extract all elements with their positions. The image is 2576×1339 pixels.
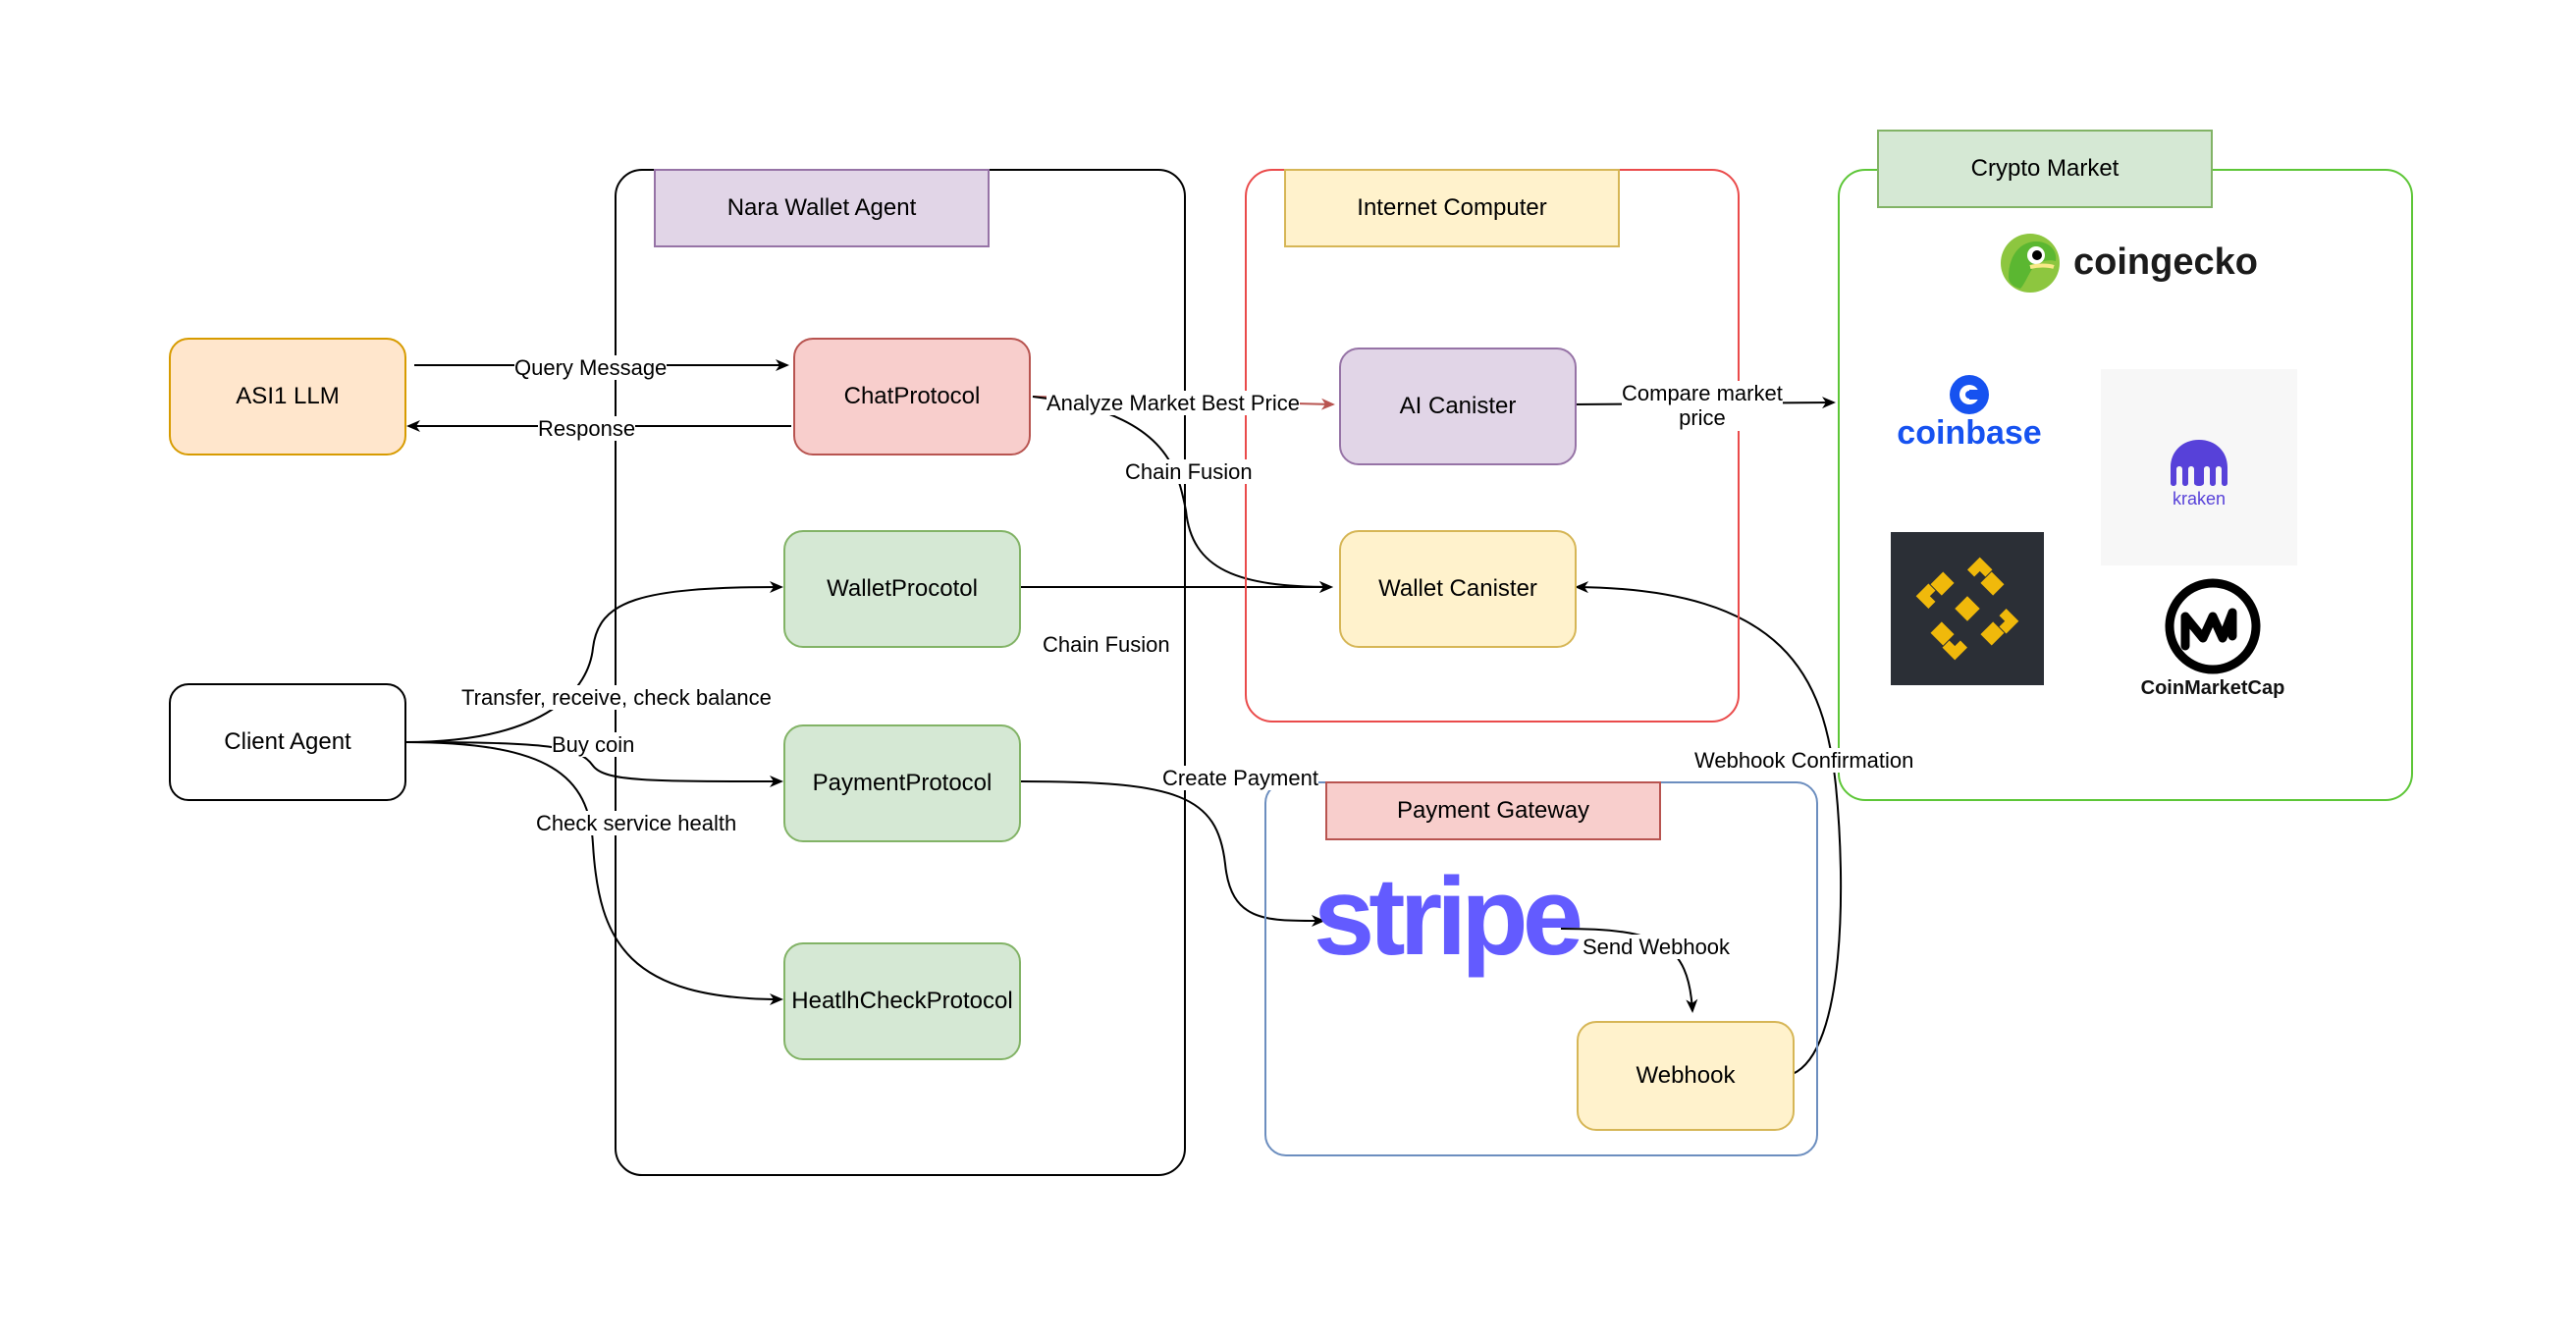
payment-protocol-label: PaymentProtocol xyxy=(812,770,993,796)
coinbase-icon xyxy=(1950,375,1989,414)
wallet-protocol-node[interactable]: WalletProcotol xyxy=(783,530,1021,648)
coinmarketcap-icon xyxy=(2165,578,2261,674)
buy-coin-label: Buy coin xyxy=(552,732,635,758)
edge-webhook-confirmation xyxy=(1575,581,1843,1075)
webhook-node[interactable]: Webhook xyxy=(1577,1021,1795,1131)
payment-gateway-header: Payment Gateway xyxy=(1325,781,1661,840)
analyze-market-best-price-label: Analyze Market Best Price xyxy=(1046,391,1300,416)
create-payment-label: Create Payment xyxy=(1162,766,1318,791)
webhook-confirmation-label: Webhook Confirmation xyxy=(1694,748,1914,774)
send-webhook-label: Send Webhook xyxy=(1583,935,1731,960)
chain-fusion-label-1: Chain Fusion xyxy=(1125,459,1253,485)
chain-fusion-label-2: Chain Fusion xyxy=(1043,632,1170,658)
crypto-market-title: Crypto Market xyxy=(1970,155,2120,182)
coinmarketcap-logo: CoinMarketCap xyxy=(2124,577,2301,705)
edge-client-health-check xyxy=(403,741,783,1005)
wallet-protocol-label: WalletProcotol xyxy=(827,575,978,602)
compare-market-price-line1: Compare market xyxy=(1622,381,1783,405)
health-check-protocol-label: HeatlhCheckProtocol xyxy=(791,988,1013,1014)
coinbase-wordmark: coinbase xyxy=(1897,414,2042,452)
webhook-label: Webhook xyxy=(1636,1062,1736,1089)
gecko-icon xyxy=(2001,234,2060,293)
internet-computer-title: Internet Computer xyxy=(1357,194,1547,221)
nara-wallet-agent-header: Nara Wallet Agent xyxy=(654,169,990,247)
coinmarketcap-wordmark: CoinMarketCap xyxy=(2140,677,2285,699)
coingecko-logo: coingecko xyxy=(1999,232,2283,295)
client-agent-label: Client Agent xyxy=(224,728,351,755)
kraken-logo: kraken xyxy=(2101,369,2297,565)
payment-gateway-title: Payment Gateway xyxy=(1396,797,1590,824)
coinbase-logo: coinbase xyxy=(1891,373,2048,452)
crypto-market-header: Crypto Market xyxy=(1877,130,2213,208)
binance-logo xyxy=(1891,532,2044,685)
edge-client-payment-protocol xyxy=(403,741,783,787)
payment-protocol-node[interactable]: PaymentProtocol xyxy=(783,724,1021,842)
kraken-wordmark: kraken xyxy=(2172,489,2227,509)
edge-create-payment xyxy=(1020,780,1325,928)
health-check-protocol-node[interactable]: HeatlhCheckProtocol xyxy=(783,942,1021,1060)
ai-canister-node[interactable]: AI Canister xyxy=(1339,348,1577,465)
binance-icon xyxy=(1915,557,2019,661)
coingecko-wordmark: coingecko xyxy=(2073,241,2258,283)
response-label: Response xyxy=(538,416,636,442)
chat-protocol-label: ChatProtocol xyxy=(843,383,981,409)
asi1-llm-node[interactable]: ASI1 LLM xyxy=(169,338,406,455)
chat-protocol-node[interactable]: ChatProtocol xyxy=(793,338,1031,455)
query-message-label: Query Message xyxy=(514,355,668,381)
kraken-icon xyxy=(2171,440,2227,486)
transfer-receive-check-balance-label: Transfer, receive, check balance xyxy=(461,685,772,711)
stripe-wordmark: stripe xyxy=(1314,855,1583,978)
internet-computer-header: Internet Computer xyxy=(1284,169,1620,247)
wallet-canister-label: Wallet Canister xyxy=(1378,575,1537,602)
nara-wallet-agent-title: Nara Wallet Agent xyxy=(726,194,917,221)
ai-canister-label: AI Canister xyxy=(1399,393,1517,419)
client-agent-node[interactable]: Client Agent xyxy=(169,683,406,801)
stripe-logo: stripe xyxy=(1314,862,1583,980)
check-service-health-label: Check service health xyxy=(536,811,737,836)
compare-market-price-label: Compare market price xyxy=(1622,381,1783,431)
asi1-llm-label: ASI1 LLM xyxy=(236,383,340,409)
edge-client-wallet-protocol xyxy=(403,581,783,743)
wallet-canister-node[interactable]: Wallet Canister xyxy=(1339,530,1577,648)
compare-market-price-line2: price xyxy=(1679,405,1726,431)
